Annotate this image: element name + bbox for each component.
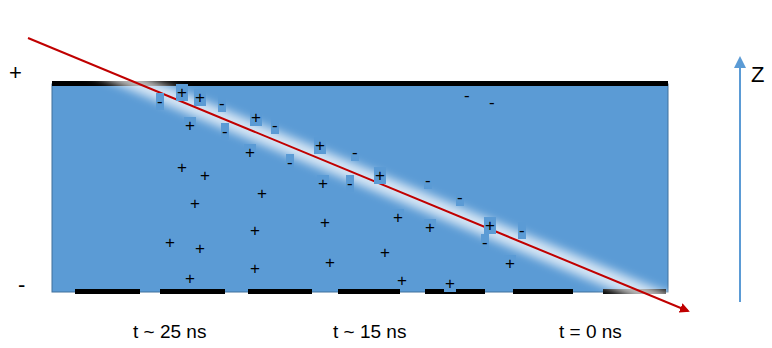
- charge: -: [271, 117, 279, 134]
- readout-pads: [75, 289, 666, 294]
- charge: +: [194, 89, 206, 106]
- time-label: t ~ 15 ns: [333, 322, 406, 341]
- charge: +: [176, 84, 188, 101]
- charge: +: [374, 167, 386, 184]
- charge: +: [176, 159, 188, 176]
- charge: +: [249, 222, 261, 239]
- charge: -: [221, 123, 229, 140]
- charge: +: [424, 219, 436, 236]
- charge: +: [379, 244, 391, 261]
- charge: +: [319, 214, 331, 231]
- track-glow: [28, 38, 690, 312]
- charge: +: [392, 209, 404, 226]
- charge: -: [351, 144, 359, 161]
- charge: +: [314, 137, 326, 154]
- charge: +: [184, 117, 196, 134]
- charge: -: [488, 94, 496, 111]
- charge: -: [518, 222, 526, 239]
- particle-track: [28, 38, 688, 311]
- charge: -: [424, 172, 432, 189]
- charge: -: [346, 175, 354, 192]
- charge: -: [481, 234, 489, 251]
- charge: -: [463, 87, 471, 104]
- charge: +: [199, 167, 211, 184]
- axis-label: Z: [751, 64, 764, 86]
- charge: +: [194, 240, 206, 257]
- charge: +: [396, 272, 408, 289]
- charge: -: [286, 154, 294, 171]
- charge: -: [218, 95, 226, 112]
- charge: +: [244, 144, 256, 161]
- charge: +: [249, 260, 261, 277]
- electrode-polarity: -: [18, 274, 25, 296]
- charge: -: [456, 189, 464, 206]
- time-label: t ~ 25 ns: [133, 322, 206, 341]
- charge: +: [484, 217, 496, 234]
- charge: +: [317, 175, 329, 192]
- charge: +: [250, 109, 262, 126]
- charge: +: [164, 234, 176, 251]
- charge: +: [324, 254, 336, 271]
- charge: +: [189, 195, 201, 212]
- electrode-polarity: +: [9, 62, 22, 84]
- charge: +: [504, 255, 516, 272]
- charge: -: [156, 93, 164, 110]
- charge: +: [256, 185, 268, 202]
- charge: +: [184, 270, 196, 287]
- z-axis: [739, 64, 741, 302]
- charge: +: [444, 275, 456, 292]
- z-axis-head: [734, 56, 746, 68]
- time-label: t = 0 ns: [559, 322, 622, 341]
